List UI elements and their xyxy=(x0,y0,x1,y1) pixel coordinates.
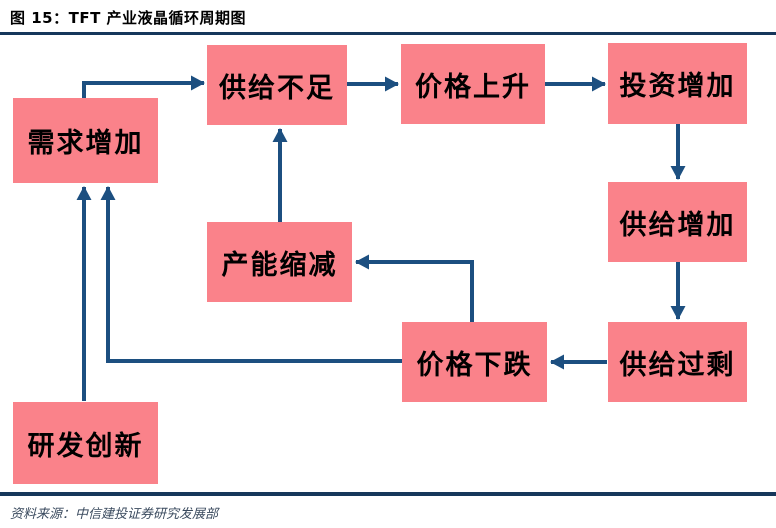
node-supply-surplus: 供给过剩 xyxy=(608,322,747,402)
node-price-fall-label: 价格下跌 xyxy=(416,349,533,381)
figure-title: 图 15：TFT 产业液晶循环周期图 xyxy=(10,9,247,27)
figure-source: 资料来源：中信建投证券研究发展部 xyxy=(10,507,219,522)
node-supply-surplus-label: 供给过剩 xyxy=(619,349,736,381)
node-investment-increase: 投资增加 xyxy=(608,43,747,124)
title-divider-rule xyxy=(0,32,776,35)
node-supply-increase: 供给增加 xyxy=(608,182,747,262)
node-demand-increase: 需求增加 xyxy=(13,98,158,183)
footer-divider-rule xyxy=(0,492,776,496)
node-supply-increase-label: 供给增加 xyxy=(619,209,736,241)
arrow-demand-to-supply-shortage xyxy=(82,75,205,98)
node-supply-shortage-label: 供给不足 xyxy=(219,72,335,104)
arrow-price-fall-to-demand-increase xyxy=(100,186,402,363)
node-rd-innovation-label: 研发创新 xyxy=(27,430,144,462)
node-capacity-reduction: 产能缩减 xyxy=(207,222,352,302)
node-capacity-reduction-label: 产能缩减 xyxy=(221,249,338,281)
node-supply-shortage: 供给不足 xyxy=(207,45,347,125)
node-rd-innovation: 研发创新 xyxy=(13,402,158,484)
node-investment-increase-label: 投资增加 xyxy=(619,71,736,102)
arrow-price-fall-to-capacity-reduction xyxy=(355,254,474,322)
node-demand-increase-label: 需求增加 xyxy=(27,128,144,159)
node-price-rise-label: 价格上升 xyxy=(415,71,531,103)
node-price-fall: 价格下跌 xyxy=(402,322,547,402)
node-price-rise: 价格上升 xyxy=(401,44,545,124)
